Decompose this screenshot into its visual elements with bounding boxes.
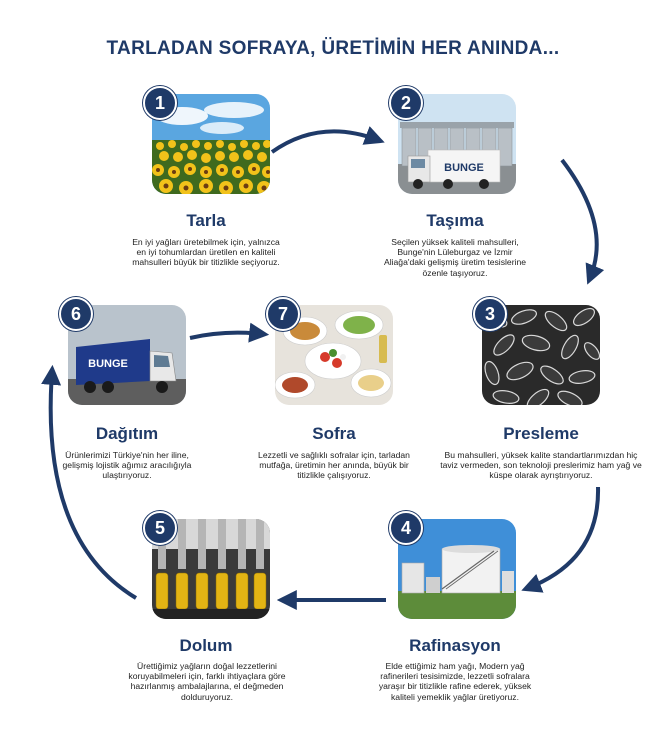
refinery-tanks-photo	[398, 519, 516, 619]
step-description: En iyi yağları üretebilmek için, yalnızc…	[132, 237, 280, 268]
arrow-1-to-2	[270, 126, 385, 154]
bunge-logo-text: BUNGE	[444, 162, 484, 174]
dinner-table-photo	[275, 305, 393, 405]
step-description: Bu mahsulleri, yüksek kalite standartlar…	[440, 450, 642, 481]
step-description: Ürettiğimiz yağların doğal lezzetlerini …	[128, 661, 286, 702]
page-title: TARLADAN SOFRAYA, ÜRETİMİN HER ANINDA...	[106, 38, 560, 59]
step-number-badge: 1	[143, 86, 177, 120]
step-number-badge: 6	[59, 297, 93, 331]
arrow-6-to-7	[189, 322, 270, 343]
step-number-badge: 7	[266, 297, 300, 331]
step-title: Sofra	[312, 424, 356, 443]
step-description: Lezzetli ve sağlıklı sofralar için, tarl…	[258, 450, 410, 481]
step-description: Elde ettiğimiz ham yağı, Modern yağ rafi…	[378, 661, 532, 702]
step-number-badge: 3	[473, 297, 507, 331]
step-title: Taşıma	[426, 211, 484, 230]
arrow-2-to-3	[560, 158, 605, 285]
step-number-badge: 2	[389, 86, 423, 120]
delivery-truck-photo: BUNGE	[68, 305, 186, 405]
step-title: Presleme	[503, 424, 579, 443]
step-title: Dolum	[179, 636, 233, 655]
step-description: Seçilen yüksek kaliteli mahsulleri, Bung…	[383, 237, 527, 278]
arrow-5-to-6	[41, 364, 138, 600]
arrow-3-to-4	[521, 486, 601, 593]
step-number-badge: 4	[389, 511, 423, 545]
step-title: Rafinasyon	[409, 636, 501, 655]
step-number-badge: 5	[143, 511, 177, 545]
step-title: Dağıtım	[95, 424, 159, 443]
step-title: Tarla	[186, 211, 226, 230]
bunge-logo-text: BUNGE	[88, 358, 128, 370]
step-description: Ürünlerimizi Türkiye'nin her iline, geli…	[62, 450, 192, 481]
